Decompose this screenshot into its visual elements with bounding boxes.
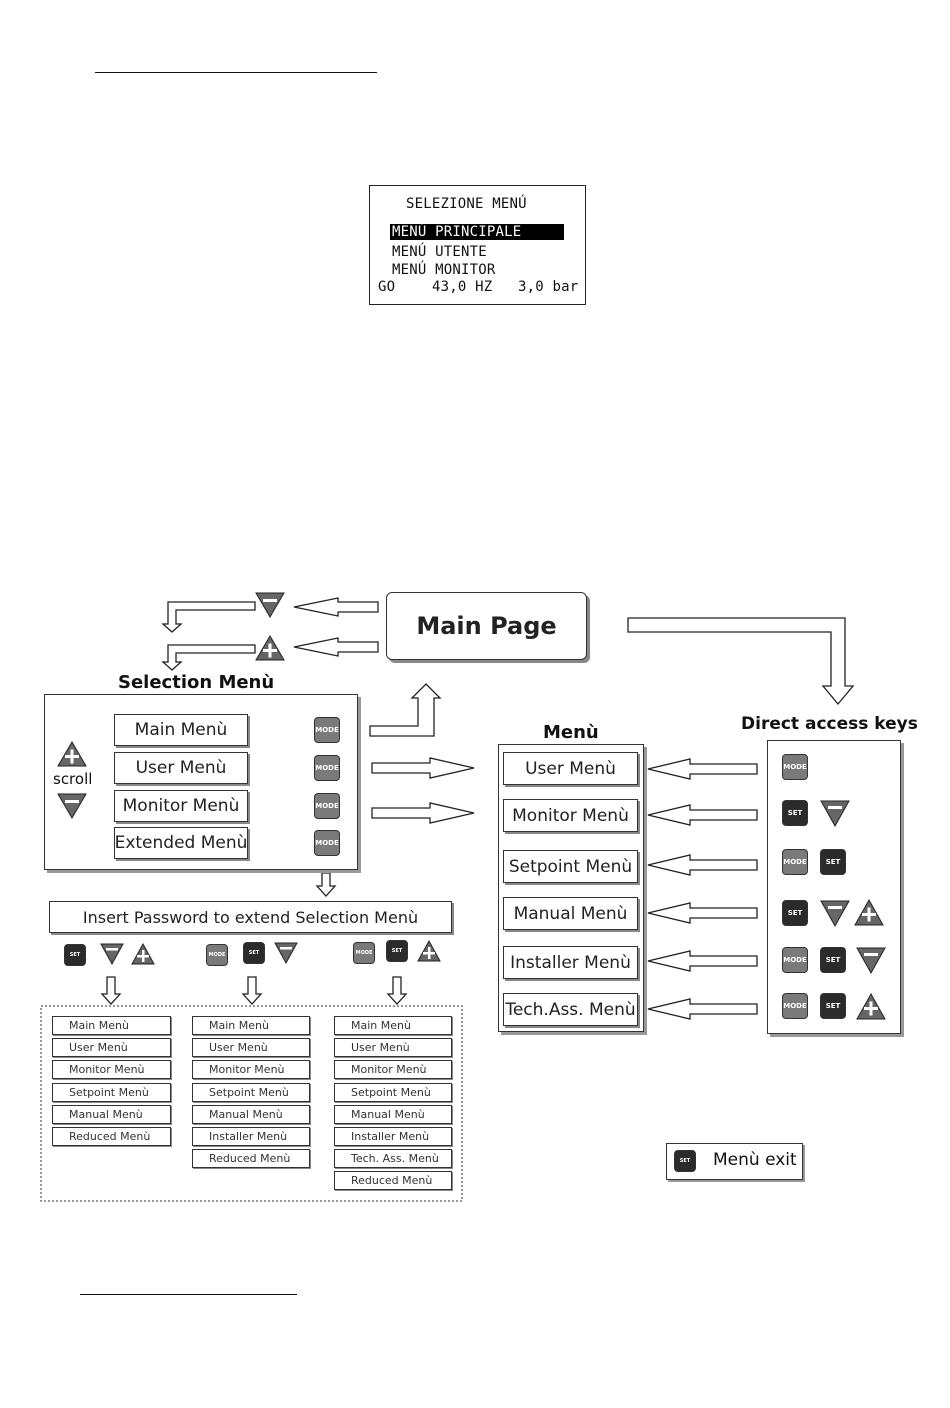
- menu-item-tech-ass[interactable]: Tech.Ass. Menù: [503, 993, 638, 1026]
- menu-item-setpoint[interactable]: Setpoint Menù: [503, 850, 638, 883]
- menu-exit-label: Menù exit: [713, 1150, 797, 1170]
- extended-menu-item[interactable]: Main Menù: [52, 1016, 171, 1035]
- mode-key[interactable]: MODE: [782, 993, 808, 1019]
- plus-key-icon: [854, 898, 884, 926]
- lcd-status-mode: GO: [378, 279, 396, 295]
- set-key[interactable]: SET: [820, 993, 846, 1019]
- extended-menu-item[interactable]: Tech. Ass. Menù: [334, 1149, 452, 1169]
- direct-access-panel: [767, 740, 901, 1034]
- minus-key-icon: [57, 793, 87, 819]
- extended-menu-item[interactable]: Installer Menù: [334, 1127, 452, 1146]
- mode-key[interactable]: MODE: [206, 944, 228, 966]
- selection-item-user[interactable]: User Menù: [114, 752, 248, 784]
- mode-key[interactable]: MODE: [314, 717, 340, 743]
- plus-key-icon: [856, 992, 886, 1020]
- lcd-status-frequency: 43,0 HZ: [432, 279, 493, 295]
- minus-key-icon: [820, 800, 850, 828]
- extended-menu-item[interactable]: Manual Menù: [334, 1104, 452, 1124]
- lcd-item: MENÚ UTENTE: [392, 244, 487, 260]
- mode-key[interactable]: MODE: [782, 754, 808, 780]
- plus-key-icon: [57, 741, 87, 767]
- menu-item-installer[interactable]: Installer Menù: [503, 946, 638, 979]
- mode-key[interactable]: MODE: [353, 942, 375, 964]
- set-key[interactable]: SET: [782, 900, 808, 926]
- direct-access-title: Direct access keys: [741, 714, 918, 734]
- mode-key[interactable]: MODE: [782, 947, 808, 973]
- menu-item-user[interactable]: User Menù: [503, 752, 638, 785]
- set-key[interactable]: SET: [782, 800, 808, 826]
- plus-key-icon: [417, 939, 441, 962]
- minus-key-icon: [274, 942, 298, 965]
- extended-menu-item[interactable]: Manual Menù: [52, 1104, 171, 1124]
- extended-menu-item[interactable]: User Menù: [192, 1038, 310, 1058]
- minus-key-icon: [100, 943, 124, 966]
- lcd-display: SELEZIONE MENÚ MENÚ PRINCIPALE MENÚ UTEN…: [369, 185, 586, 305]
- mode-key[interactable]: MODE: [314, 755, 340, 781]
- extended-menu-item[interactable]: Setpoint Menù: [334, 1082, 452, 1102]
- minus-key-icon: [856, 947, 886, 975]
- selection-item-extended[interactable]: Extended Menù: [114, 827, 248, 859]
- set-key[interactable]: SET: [64, 944, 86, 966]
- scroll-label: scroll: [53, 770, 93, 788]
- plus-key-icon: [255, 635, 285, 661]
- mode-key[interactable]: MODE: [782, 849, 808, 875]
- extended-menu-item[interactable]: Manual Menù: [192, 1104, 310, 1124]
- selection-item-monitor[interactable]: Monitor Menù: [114, 790, 248, 822]
- menu-title: Menù: [543, 722, 599, 743]
- lcd-item: MENÚ MONITOR: [392, 262, 496, 278]
- lcd-item-selected: MENÚ PRINCIPALE: [390, 224, 564, 240]
- menu-item-manual[interactable]: Manual Menù: [503, 897, 638, 930]
- extended-menu-item[interactable]: Reduced Menù: [52, 1127, 171, 1146]
- extended-menu-item[interactable]: Monitor Menù: [334, 1060, 452, 1080]
- set-key[interactable]: SET: [243, 942, 265, 964]
- mode-key[interactable]: MODE: [314, 793, 340, 819]
- set-key[interactable]: SET: [820, 849, 846, 875]
- set-key[interactable]: SET: [386, 940, 408, 962]
- minus-key-icon: [820, 900, 850, 928]
- password-bar[interactable]: Insert Password to extend Selection Menù: [49, 901, 452, 933]
- extended-menu-item[interactable]: Setpoint Menù: [192, 1082, 310, 1102]
- extended-menu-item[interactable]: Installer Menù: [192, 1127, 310, 1146]
- menu-item-monitor[interactable]: Monitor Menù: [503, 799, 638, 832]
- extended-menu-item[interactable]: User Menù: [52, 1038, 171, 1058]
- selection-menu-title: Selection Menù: [118, 672, 275, 693]
- main-page-box[interactable]: Main Page: [386, 592, 587, 660]
- extended-menu-item[interactable]: Monitor Menù: [52, 1060, 171, 1080]
- extended-menu-item[interactable]: Monitor Menù: [192, 1060, 310, 1080]
- extended-menu-item[interactable]: Reduced Menù: [334, 1171, 452, 1191]
- extended-menu-item[interactable]: User Menù: [334, 1038, 452, 1058]
- extended-menu-item[interactable]: Main Menù: [334, 1016, 452, 1035]
- top-rule: [95, 72, 377, 73]
- extended-menu-item[interactable]: Main Menù: [192, 1016, 310, 1035]
- set-key[interactable]: SET: [820, 947, 846, 973]
- extended-menu-item[interactable]: Setpoint Menù: [52, 1082, 171, 1102]
- lcd-title: SELEZIONE MENÚ: [406, 196, 527, 212]
- minus-key-icon: [255, 592, 285, 618]
- mode-key[interactable]: MODE: [314, 830, 340, 856]
- lcd-status-pressure: 3,0 bar: [518, 279, 579, 295]
- menu-panel: [498, 744, 644, 1032]
- selection-item-main[interactable]: Main Menù: [114, 714, 248, 746]
- plus-key-icon: [131, 942, 155, 965]
- set-key[interactable]: SET: [674, 1150, 696, 1172]
- extended-menu-item[interactable]: Reduced Menù: [192, 1149, 310, 1169]
- bottom-rule: [80, 1294, 297, 1295]
